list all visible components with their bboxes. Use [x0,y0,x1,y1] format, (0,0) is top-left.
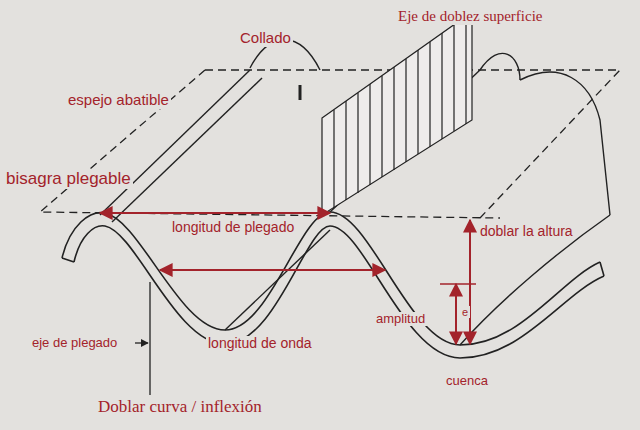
limb-label: espejo abatible [66,92,171,109]
inflection-label: Doblar curva / inflexión [96,398,264,417]
symbol-label: e [460,306,470,318]
ridge-label: Collado [238,30,293,47]
axis-label: eje de plegado [30,336,119,350]
dimension-label: longitud de plegado [170,220,296,235]
dimension-label: doblar la altura [478,224,575,239]
dimension-label: amplitud [374,312,427,326]
axial-surface-label: Eje de doblez superficie [396,8,545,25]
hinge-label: bisagra plegable [4,170,133,189]
trough-label: cuenca [444,374,490,388]
dimension-label: longitud de onda [206,336,314,351]
